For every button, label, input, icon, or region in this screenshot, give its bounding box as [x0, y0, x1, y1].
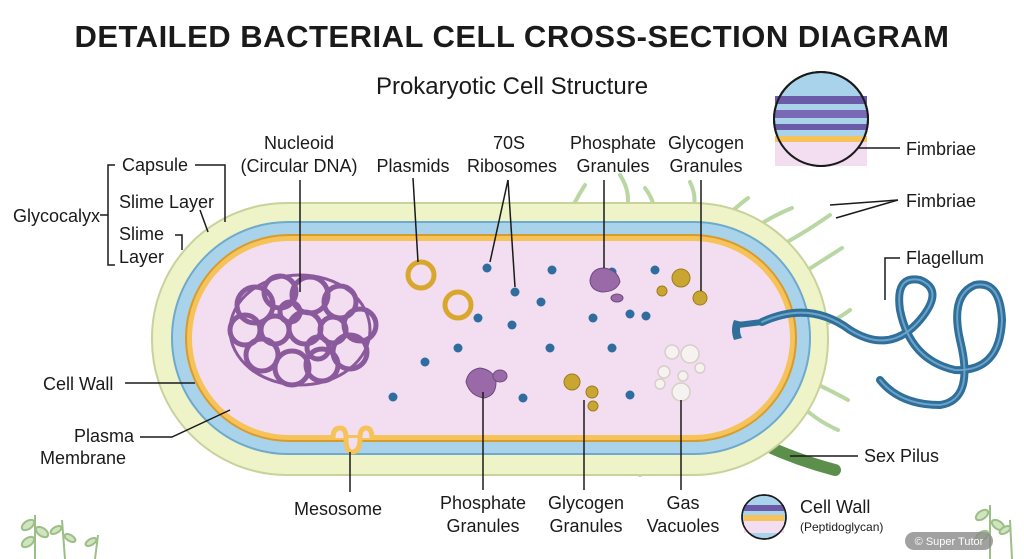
label-fimbriae-1: Fimbriae	[906, 139, 976, 159]
label-plasma-membrane-b: Membrane	[40, 448, 126, 468]
label-slime-layer-2b: Layer	[119, 247, 164, 267]
label-ribosomes-a: 70S	[493, 133, 525, 153]
label-legend-peptidoglycan: (Peptidoglycan)	[800, 520, 883, 534]
nucleoid	[227, 273, 379, 388]
label-slime-layer-1: Slime Layer	[119, 192, 214, 212]
label-glycogen-bottom-a: Glycogen	[548, 493, 624, 513]
label-glycocalyx: Glycocalyx	[13, 206, 100, 226]
label-phosphate-top-b: Granules	[576, 156, 649, 176]
label-capsule: Capsule	[122, 155, 188, 175]
cell-wall-inset	[773, 71, 869, 167]
label-phosphate-bottom-b: Granules	[446, 516, 519, 536]
phosphate-granules	[465, 267, 624, 399]
plasmid-2	[442, 289, 474, 321]
label-ribosomes-b: Ribosomes	[467, 156, 557, 176]
ribosomes	[388, 263, 660, 403]
label-nucleoid-a: Nucleoid	[264, 133, 334, 153]
glycogen-granules	[563, 268, 708, 412]
label-plasmids: Plasmids	[376, 156, 449, 176]
label-legend-cell-wall: Cell Wall	[800, 497, 870, 517]
flagellum	[732, 275, 1007, 410]
label-flagellum: Flagellum	[906, 248, 984, 268]
label-gas-vacuoles-a: Gas	[666, 493, 699, 513]
page-title: DETAILED BACTERIAL CELL CROSS-SECTION DI…	[74, 19, 949, 54]
label-fimbriae-2: Fimbriae	[906, 191, 976, 211]
label-plasma-membrane-a: Plasma	[74, 426, 135, 446]
label-slime-layer-2a: Slime	[119, 224, 164, 244]
page-subtitle: Prokaryotic Cell Structure	[376, 73, 648, 100]
label-cell-wall: Cell Wall	[43, 374, 113, 394]
leader-lines	[100, 147, 900, 492]
label-glycogen-bottom-b: Granules	[549, 516, 622, 536]
watermark-text: © Super Tutor	[915, 536, 984, 548]
watermark-badge	[905, 532, 993, 550]
label-phosphate-top-a: Phosphate	[570, 133, 656, 153]
label-phosphate-bottom-a: Phosphate	[440, 493, 526, 513]
label-sex-pilus: Sex Pilus	[864, 446, 939, 466]
leaf-decoration-left	[20, 515, 99, 559]
plasmid-1	[405, 259, 437, 291]
cytoplasm	[192, 241, 790, 435]
label-glycogen-top-b: Granules	[669, 156, 742, 176]
label-glycogen-top-a: Glycogen	[668, 133, 744, 153]
label-nucleoid-b: (Circular DNA)	[241, 156, 358, 176]
cell-wall-legend-swatch	[741, 494, 787, 540]
label-gas-vacuoles-b: Vacuoles	[647, 516, 720, 536]
gas-vacuoles	[654, 344, 706, 402]
label-mesosome: Mesosome	[294, 499, 382, 519]
mesosome	[330, 425, 375, 455]
